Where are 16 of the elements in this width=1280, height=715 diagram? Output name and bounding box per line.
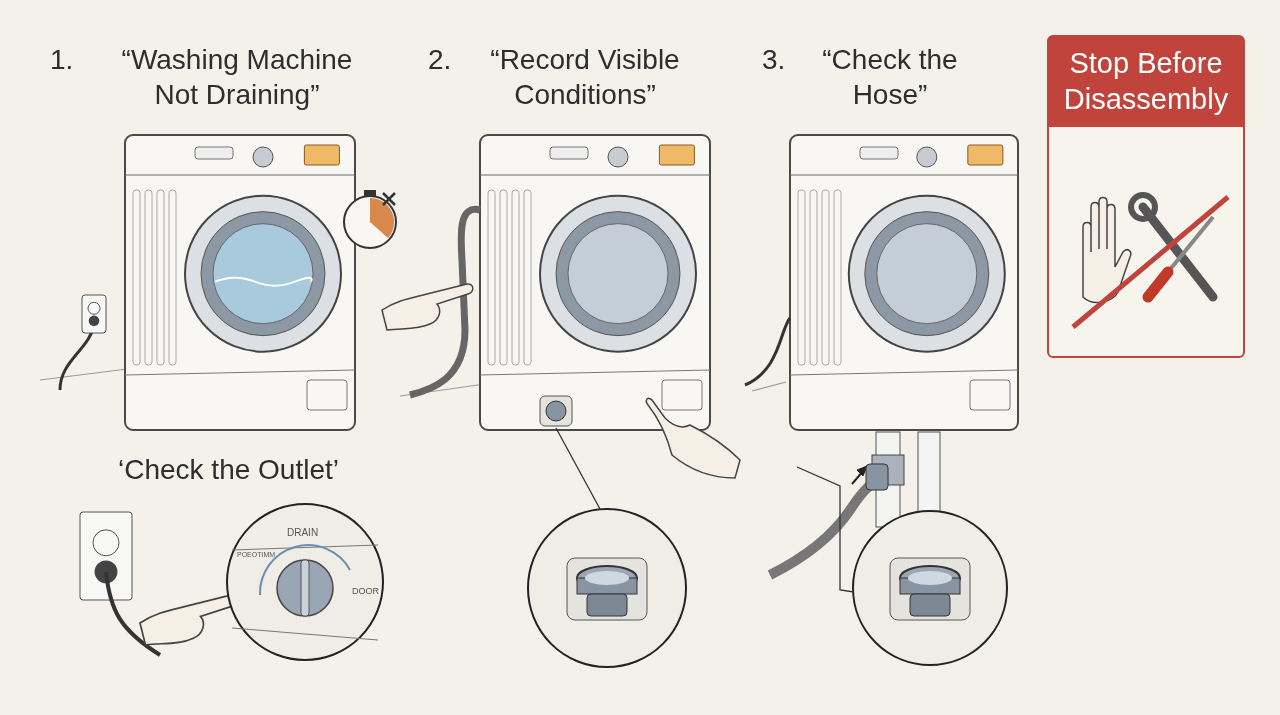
- step-number: 3.: [762, 43, 786, 77]
- magnifier-inset: [852, 510, 1008, 666]
- magnifier-inset: [527, 508, 687, 668]
- leader-line: [555, 427, 601, 510]
- warning-panel: [1047, 35, 1245, 358]
- step-title: “Check the Hose”: [821, 43, 959, 112]
- step-title: “Record Visible Conditions”: [489, 43, 681, 112]
- dial-label: DOOR: [352, 586, 379, 598]
- section-title: ‘Check the Outlet’: [118, 453, 339, 487]
- leader-line: [796, 466, 855, 593]
- dial-label: DRAIN: [287, 527, 319, 540]
- step-title: “Washing Machine Not Draining”: [120, 43, 354, 112]
- drain-filter-icon: [538, 394, 574, 428]
- step-number: 2.: [428, 43, 452, 77]
- step-number: 1.: [50, 43, 74, 77]
- warning-heading: Stop Before Disassembly: [1049, 37, 1243, 127]
